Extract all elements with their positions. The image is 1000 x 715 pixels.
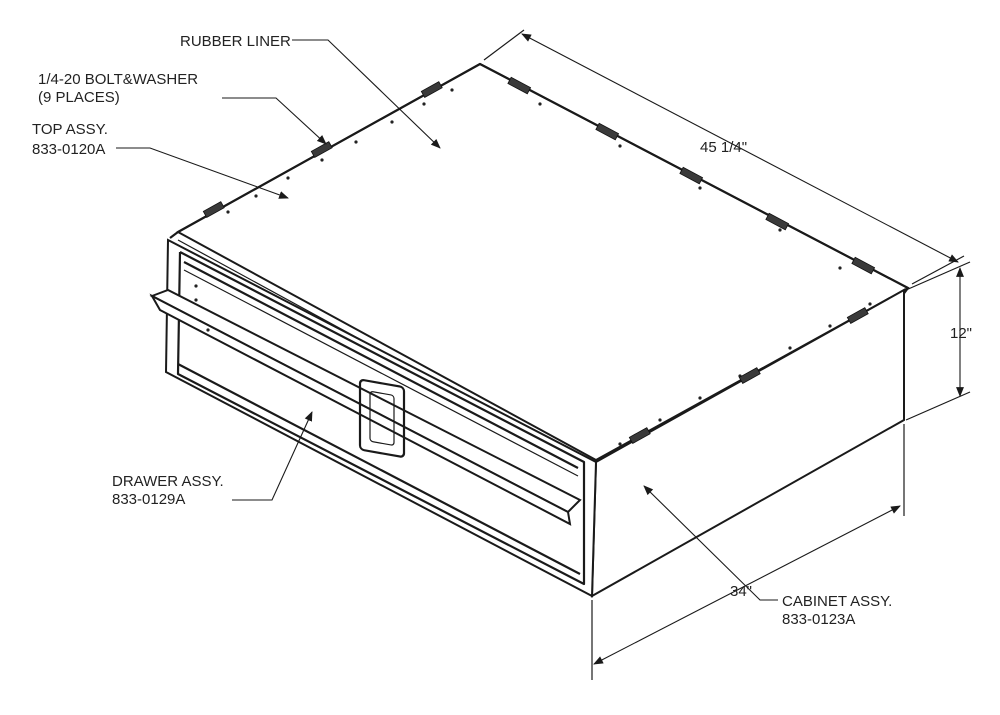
dimension-height-label: 12": [950, 325, 972, 342]
cabinet-assy-label-line2: 833-0123A: [782, 611, 855, 628]
cabinet-body: [149, 62, 911, 598]
top-rim: [169, 62, 910, 297]
callout-rubber-liner: RUBBER LINER: [180, 33, 441, 149]
dimension-depth-label: 34": [730, 583, 752, 600]
callout-bolt-washer: 1/4-20 BOLT&WASHER (9 PLACES): [38, 71, 327, 145]
drawer-assy-label-line2: 833-0129A: [112, 491, 185, 508]
drawer-pull-handle: [358, 379, 406, 458]
top-assy-label-line2: 833-0120A: [32, 141, 105, 158]
cabinet-front-frame: [176, 251, 586, 586]
drawer-face-inner: [183, 269, 579, 477]
bolt-washer-label-line2: (9 PLACES): [38, 89, 120, 106]
drawer-face-bottom: [177, 363, 581, 575]
bolt-washer-label-line1: 1/4-20 BOLT&WASHER: [38, 71, 198, 88]
drawer-assy-label-line1: DRAWER ASSY.: [112, 473, 224, 490]
dimension-length: 45 1/4": [483, 29, 965, 285]
callout-top-assy: TOP ASSY. 833-0120A: [32, 121, 289, 199]
cabinet-assy-label-line1: CABINET ASSY.: [782, 593, 892, 610]
callout-drawer-assy: DRAWER ASSY. 833-0129A: [112, 411, 313, 508]
dimension-height: 12": [905, 261, 972, 421]
drawer-face-top: [183, 261, 579, 469]
rubber-liner-label: RUBBER LINER: [180, 33, 291, 50]
callout-cabinet-assy: CABINET ASSY. 833-0123A: [643, 485, 892, 628]
top-assy-label-line1: TOP ASSY.: [32, 121, 108, 138]
dimension-length-label: 45 1/4": [700, 139, 747, 156]
